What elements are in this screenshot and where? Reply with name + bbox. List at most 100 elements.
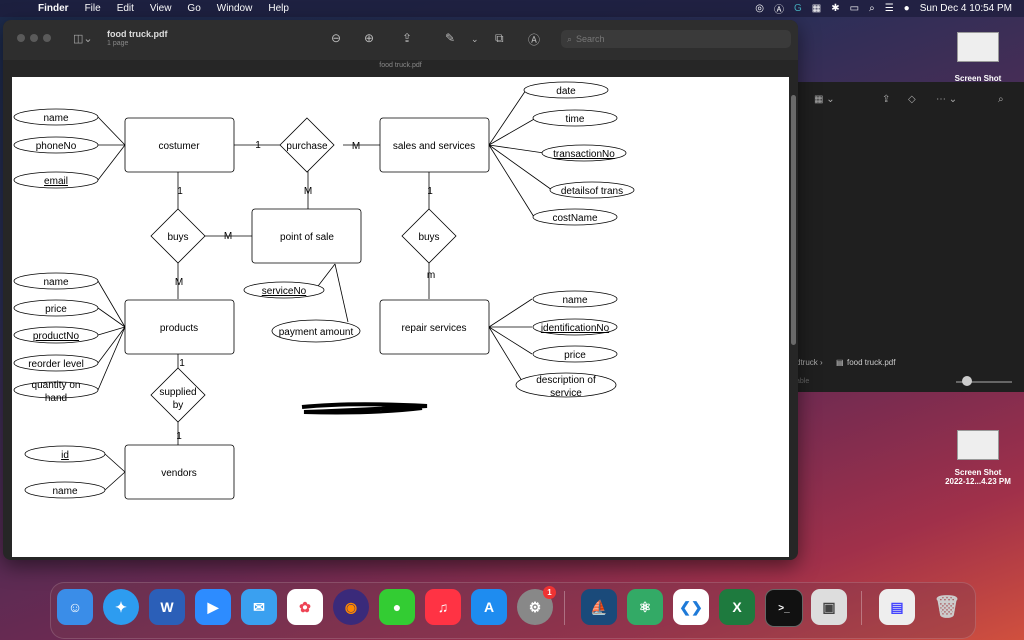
attr-repair-desc-2: service <box>550 388 582 399</box>
entity-sales: sales and services <box>393 141 475 152</box>
attr-vendor-id: id <box>61 450 69 461</box>
zoom-in-icon[interactable]: ⊕ <box>364 31 375 45</box>
mail-icon[interactable]: ✉ <box>241 589 277 625</box>
attr-sales-transaction: transactionNo <box>553 149 615 160</box>
entity-pos-box <box>251 208 362 264</box>
mysql-workbench-icon[interactable]: ⛵ <box>581 589 617 625</box>
scribble-mark <box>301 402 428 415</box>
share-icon[interactable]: ⇪ <box>882 94 891 105</box>
spotlight-search-icon[interactable]: ⌕ <box>869 3 875 14</box>
relation-purchase: purchase <box>286 141 328 152</box>
desktop-screenshot-1[interactable]: Screen Shot <box>933 32 1023 83</box>
card-products-supplied: 1 <box>179 358 185 369</box>
safari-icon[interactable]: ✦ <box>103 589 139 625</box>
entity-pos: point of sale <box>280 232 334 243</box>
minimize-button[interactable] <box>30 34 38 42</box>
desktop-icon-sublabel: 2022-12...4.23 PM <box>945 477 1011 486</box>
relation-buys-diamond-2 <box>401 208 457 264</box>
path-prefix[interactable]: dtruck › <box>796 358 823 367</box>
menu-help[interactable]: Help <box>268 3 289 14</box>
messages-icon[interactable]: ● <box>379 589 415 625</box>
vscode-icon[interactable]: ❮❯ <box>673 589 709 625</box>
menu-window[interactable]: Window <box>216 3 253 14</box>
view-grid-icon[interactable]: ▦ ⌄ <box>814 94 835 105</box>
desktop-screenshot-2[interactable]: Screen Shot 2022-12...4.23 PM <box>933 430 1023 486</box>
attr-product-qty-1: quantity on <box>32 380 81 391</box>
attr-repair-name: name <box>562 295 587 306</box>
zoom-button[interactable] <box>43 34 51 42</box>
menu-view[interactable]: View <box>149 3 172 14</box>
menu-go[interactable]: Go <box>187 3 201 14</box>
atom-icon[interactable]: ⚛ <box>627 589 663 625</box>
relation-supplied-1: supplied <box>159 387 196 398</box>
word-icon[interactable]: W <box>149 589 185 625</box>
music-icon[interactable]: ♫ <box>425 589 461 625</box>
search-field[interactable]: ⌕ Search <box>561 30 791 48</box>
desktop-icon-label: Screen Shot <box>954 74 1002 83</box>
photos-icon[interactable]: ✿ <box>287 589 323 625</box>
relation-purchase-diamond <box>279 117 335 173</box>
app-store-icon[interactable]: A <box>471 589 507 625</box>
more-options-icon[interactable]: ⋯ ⌄ <box>936 94 958 105</box>
tag-icon[interactable]: ◇ <box>908 94 916 105</box>
share-icon[interactable]: ⇪ <box>402 31 413 45</box>
menubar-clock[interactable]: Sun Dec 4 10:54 PM <box>919 3 1012 14</box>
preview-window: ◫⌄ food truck.pdf 1 page ⊖ ⊕ ⇪ ✎ ⌄ ⧉ Ⓐ ⌕… <box>3 20 798 560</box>
preview-icon[interactable]: ▣ <box>811 589 847 625</box>
bluetooth-icon[interactable]: ✱ <box>831 3 840 14</box>
vertical-scrollbar[interactable] <box>791 95 796 345</box>
zoom-slider-track[interactable] <box>956 381 1012 383</box>
finder-icon[interactable]: ☺ <box>57 589 93 625</box>
downloads-stack-icon[interactable]: ▤ <box>879 589 915 625</box>
control-center-icon[interactable]: ☰ <box>884 3 894 14</box>
status-circle-icon[interactable]: ◎ <box>755 3 765 14</box>
annotate-icon[interactable]: Ⓐ <box>528 33 541 47</box>
dock-divider <box>861 591 862 625</box>
status-g-icon[interactable]: G <box>794 3 802 14</box>
battery-icon[interactable]: ▭ <box>849 3 860 14</box>
entity-customer-box <box>124 117 235 173</box>
screenshot-thumbnail <box>957 32 999 62</box>
card-supplied-vendors: 1 <box>176 431 182 442</box>
card-purchase-pos: M <box>304 186 312 197</box>
menu-app-finder[interactable]: Finder <box>38 3 69 14</box>
attr-repair-price: price <box>564 350 586 361</box>
zoom-icon[interactable]: ▶ <box>195 589 231 625</box>
attr-customer-email: email <box>44 176 68 187</box>
status-a-icon[interactable]: Ⓐ <box>774 5 785 16</box>
screenshot-thumbnail <box>957 430 999 460</box>
menu-edit[interactable]: Edit <box>116 3 134 14</box>
file-icon: ▤ <box>836 358 844 367</box>
relation-buys-1: buys <box>167 232 188 243</box>
card-customer-purchase: 1 <box>255 140 261 151</box>
markup-pen-icon[interactable]: ✎ <box>445 31 456 45</box>
zoom-out-icon[interactable]: ⊖ <box>331 31 342 45</box>
card-buys-repair: m <box>427 270 435 281</box>
card-buys-products: M <box>175 277 183 288</box>
zoom-slider-knob[interactable] <box>962 376 972 386</box>
pdf-page[interactable]: costumer sales and services point of sal… <box>12 77 789 557</box>
finder-search-icon[interactable]: ⌕ <box>998 94 1004 105</box>
excel-icon[interactable]: X <box>719 589 755 625</box>
close-button[interactable] <box>17 34 25 42</box>
siri-icon[interactable]: ● <box>903 3 910 14</box>
trash-icon[interactable]: 🗑 <box>933 594 961 619</box>
keyboard-icon[interactable]: ▦ <box>811 3 822 14</box>
attr-pos-payment: payment amount <box>279 327 354 338</box>
title-bar: ◫⌄ food truck.pdf 1 page ⊖ ⊕ ⇪ ✎ ⌄ ⧉ Ⓐ ⌕… <box>3 20 798 60</box>
relation-buys-2: buys <box>418 232 439 243</box>
sidebar-toggle-icon[interactable]: ◫⌄ <box>73 33 93 45</box>
attr-repair-desc-1: description of <box>536 375 596 386</box>
search-icon: ⌕ <box>567 33 573 44</box>
window-controls <box>17 34 51 42</box>
firefox-icon[interactable]: ◉ <box>333 589 369 625</box>
terminal-icon[interactable]: >_ <box>765 589 803 627</box>
menu-file[interactable]: File <box>84 3 101 14</box>
system-preferences-icon[interactable]: ⚙ 1 <box>517 586 556 625</box>
relation-buys-diamond-1 <box>150 208 206 264</box>
rotate-icon[interactable]: ⧉ <box>495 31 504 45</box>
path-file[interactable]: food truck.pdf <box>847 358 896 367</box>
attr-repair-id: identificationNo <box>541 323 610 334</box>
document-tab-name: food truck.pdf <box>379 62 422 69</box>
markup-dropdown-icon[interactable]: ⌄ <box>471 34 479 44</box>
